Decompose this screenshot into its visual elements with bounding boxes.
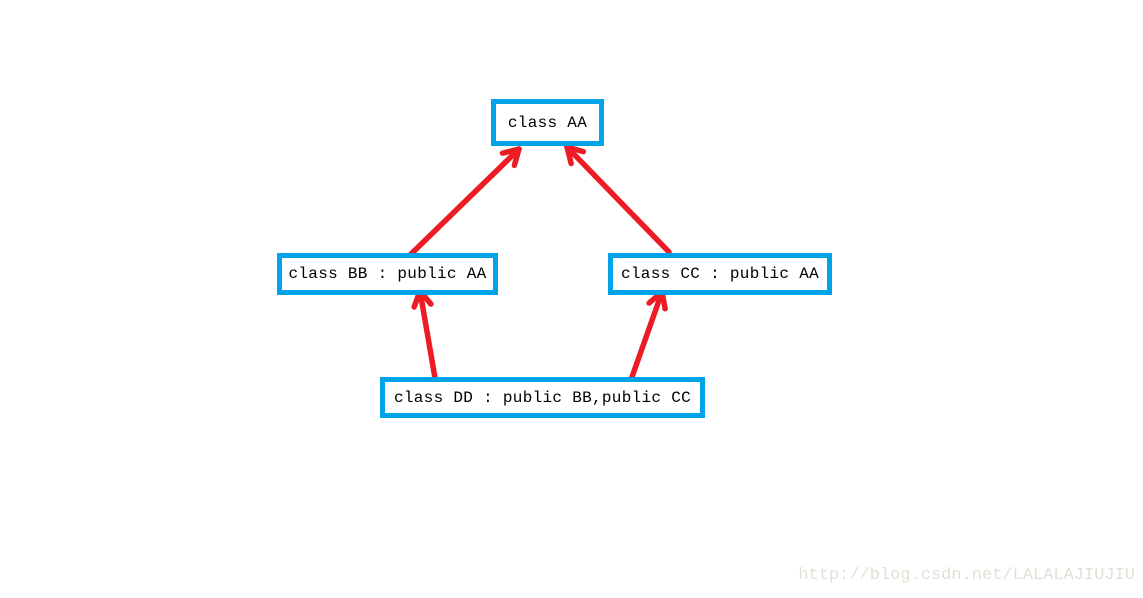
arrow-bb-to-aa — [406, 146, 522, 259]
class-box-cc: class CC : public AA — [608, 253, 832, 295]
class-box-aa: class AA — [491, 99, 604, 146]
arrow-shaft — [564, 144, 672, 255]
arrow-dd-to-cc — [629, 289, 668, 380]
arrow-dd-to-bb — [411, 288, 438, 381]
watermark-url: http://blog.csdn.net/LALALAJIUJIU — [798, 566, 1135, 585]
arrowhead-stroke — [564, 144, 587, 155]
arrowhead-stroke — [564, 144, 574, 167]
arrow-shaft — [629, 289, 665, 380]
arrow-shaft — [417, 288, 438, 381]
arrow-shaft — [406, 146, 522, 259]
arrowhead-stroke — [511, 146, 522, 169]
class-box-dd: class DD : public BB,public CC — [380, 377, 705, 418]
arrow-cc-to-aa — [564, 144, 672, 255]
arrowhead-stroke — [499, 146, 522, 156]
class-box-bb: class BB : public AA — [277, 253, 498, 295]
